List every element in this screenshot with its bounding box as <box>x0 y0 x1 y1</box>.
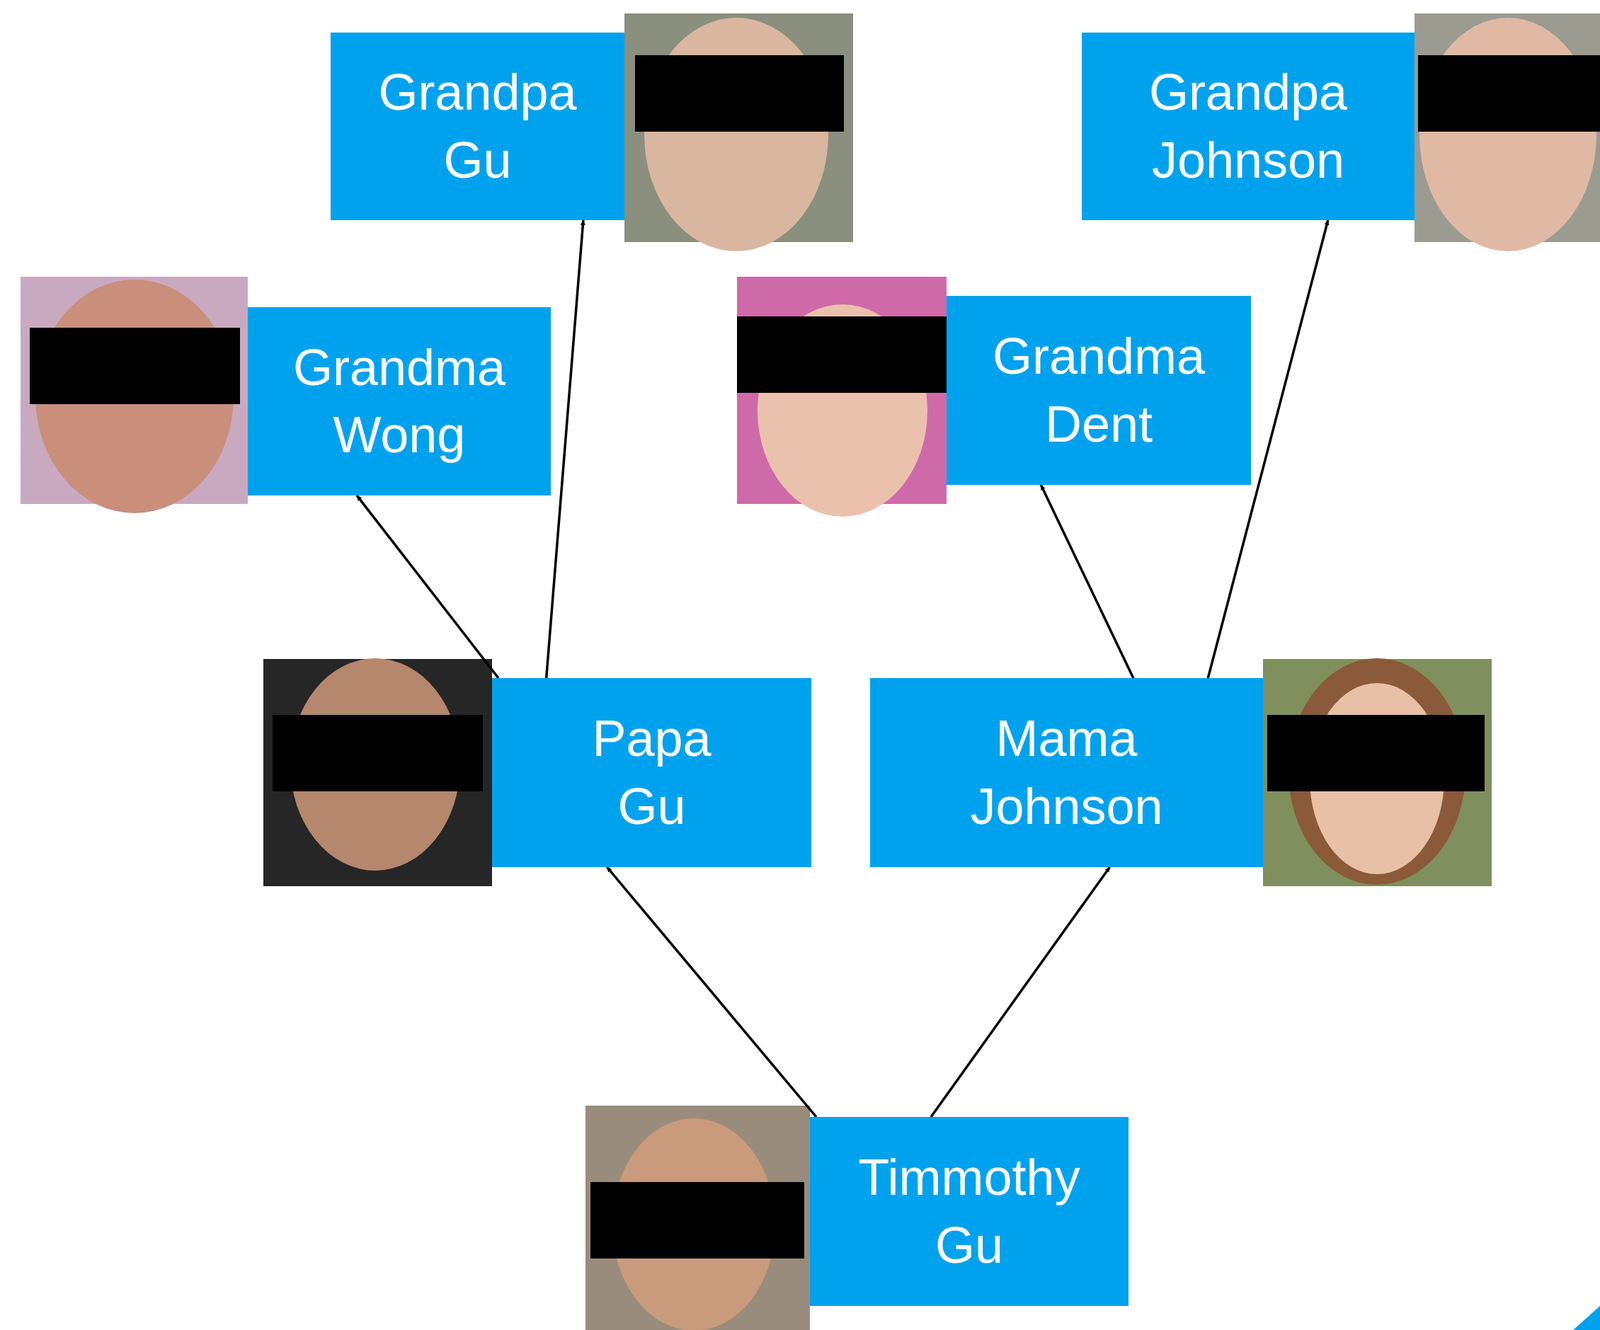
portrait-grandma-dent <box>736 276 947 517</box>
eye-bar <box>29 327 240 405</box>
portrait-papa-gu <box>263 658 493 887</box>
eye-bar <box>590 1182 805 1259</box>
person-box: Papa Gu <box>492 678 812 868</box>
person-box: Timmothy Gu <box>809 1117 1129 1307</box>
parent-arrow <box>1040 484 1134 679</box>
face <box>1419 17 1597 252</box>
person-box: Grandma Wong <box>247 307 551 496</box>
person-name: Mama Johnson <box>969 705 1163 840</box>
person-name: Papa Gu <box>591 705 711 840</box>
person-box: Grandpa Johnson <box>1081 32 1415 221</box>
person-name: Grandpa Johnson <box>1149 58 1348 194</box>
portrait-grandma-wong <box>20 276 248 514</box>
eye-bar <box>736 316 947 393</box>
person-name: Grandma Dent <box>992 322 1205 458</box>
person-box: Mama Johnson <box>870 678 1264 868</box>
parent-arrow <box>606 867 817 1118</box>
photo-ground <box>1263 659 1492 887</box>
eye-bar <box>272 715 483 792</box>
person-box: Grandma Dent <box>946 295 1251 485</box>
portrait-timmothy-gu <box>585 1105 810 1330</box>
corner-mark <box>1573 1306 1600 1330</box>
parent-arrow <box>546 220 584 679</box>
photo-ground <box>585 1105 810 1330</box>
portrait-mama-johnson <box>1263 658 1492 887</box>
eye-bar <box>635 55 844 132</box>
person-name: Timmothy Gu <box>858 1144 1080 1279</box>
person-box: Grandpa Gu <box>330 32 625 221</box>
eye-bar <box>1267 715 1485 792</box>
portrait-grandpa-gu <box>624 13 854 252</box>
eye-bar <box>1418 55 1600 132</box>
person-name: Grandpa Gu <box>378 58 577 194</box>
parent-arrow <box>930 867 1111 1118</box>
portrait-grandpa-johnson <box>1414 13 1600 252</box>
photo-ground <box>263 659 493 887</box>
person-name: Grandma Wong <box>293 334 506 469</box>
parent-arrow <box>356 495 499 679</box>
face <box>644 17 829 252</box>
